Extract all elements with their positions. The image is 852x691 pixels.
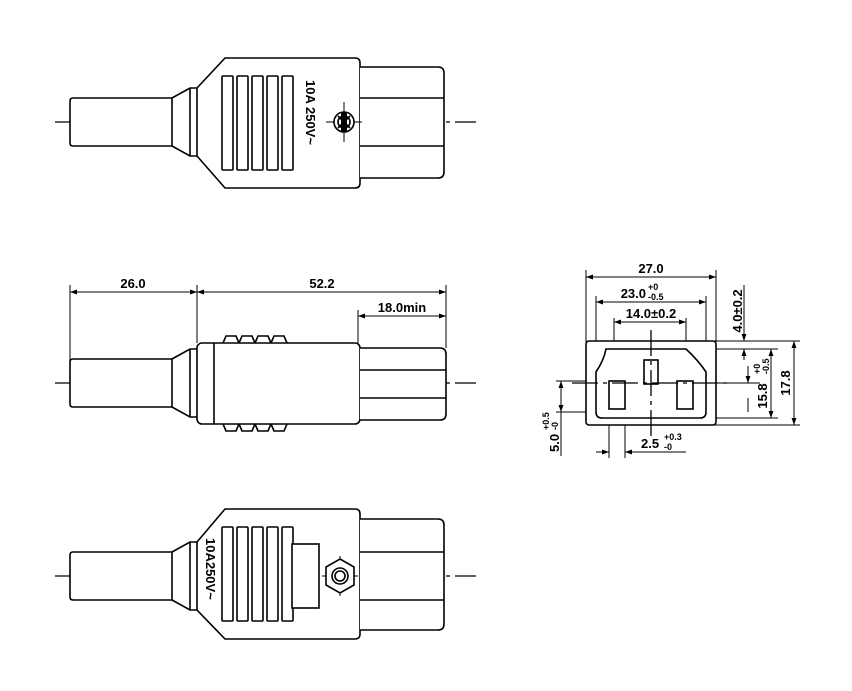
dim-inner-width-tol-lower: -0.5 bbox=[648, 292, 664, 302]
dim-insertion: 18.0min bbox=[378, 300, 426, 315]
dim-pin-width-tol-upper: +0.3 bbox=[664, 432, 682, 442]
dim-pin-width-tol-lower: -0 bbox=[664, 442, 672, 452]
side-view: 26.0 52.2 18.0min bbox=[55, 276, 476, 432]
left-pin-slot bbox=[608, 380, 626, 410]
dim-outer-height: 17.8 bbox=[778, 370, 793, 395]
side-view-connector bbox=[360, 347, 447, 421]
dim-top-offset: 4.0±0.2 bbox=[730, 289, 745, 332]
bottom-view-cable bbox=[69, 551, 196, 601]
dim-pin-offset: 5.0 bbox=[547, 434, 562, 452]
side-view-cable bbox=[69, 358, 196, 408]
dim-body-length: 52.2 bbox=[309, 276, 334, 291]
bottom-view-connector bbox=[360, 518, 445, 631]
top-view-strain-relief bbox=[171, 87, 201, 157]
top-view-connector bbox=[360, 66, 445, 179]
bottom-view-clamp-plate bbox=[291, 543, 320, 609]
bottom-view: 10A250V~ bbox=[55, 508, 476, 640]
dim-inner-width: 23.0 bbox=[621, 286, 646, 301]
side-view-strain-relief bbox=[171, 348, 201, 418]
dim-pin-spacing: 14.0±0.2 bbox=[626, 306, 677, 321]
side-view-grip-bumps bbox=[222, 335, 288, 432]
dim-inner-width-tol-upper: +0 bbox=[648, 282, 658, 292]
top-view-cable bbox=[69, 97, 196, 147]
dim-outer-width: 27.0 bbox=[638, 261, 663, 276]
top-view-rating-label: 10A 250V~ bbox=[303, 80, 318, 145]
hex-nut-icon bbox=[322, 556, 358, 596]
top-view-grip-ribs bbox=[221, 75, 294, 171]
dim-pin-offset-tol-lower: -0 bbox=[550, 422, 560, 430]
dim-pin-width: 2.5 bbox=[641, 436, 659, 451]
bottom-view-rating-label: 10A250V~ bbox=[203, 538, 218, 600]
screw-head-icon bbox=[326, 102, 362, 142]
bottom-view-strain-relief bbox=[171, 541, 201, 611]
dim-pin-offset-tol-upper: +0.5 bbox=[541, 412, 551, 430]
dim-inner-height: 15.8 bbox=[755, 383, 770, 408]
side-view-body bbox=[196, 342, 361, 425]
dim-cable-length: 26.0 bbox=[120, 276, 145, 291]
dim-inner-height-tol-lower: -0.5 bbox=[761, 358, 771, 374]
top-view: 10A 250V~ bbox=[55, 57, 476, 189]
right-pin-slot bbox=[676, 380, 694, 410]
front-view: 27.0 23.0 +0 -0.5 14.0±0.2 17.8 15.8 +0 … bbox=[541, 261, 800, 458]
dim-inner-height-tol-upper: +0 bbox=[752, 364, 762, 374]
